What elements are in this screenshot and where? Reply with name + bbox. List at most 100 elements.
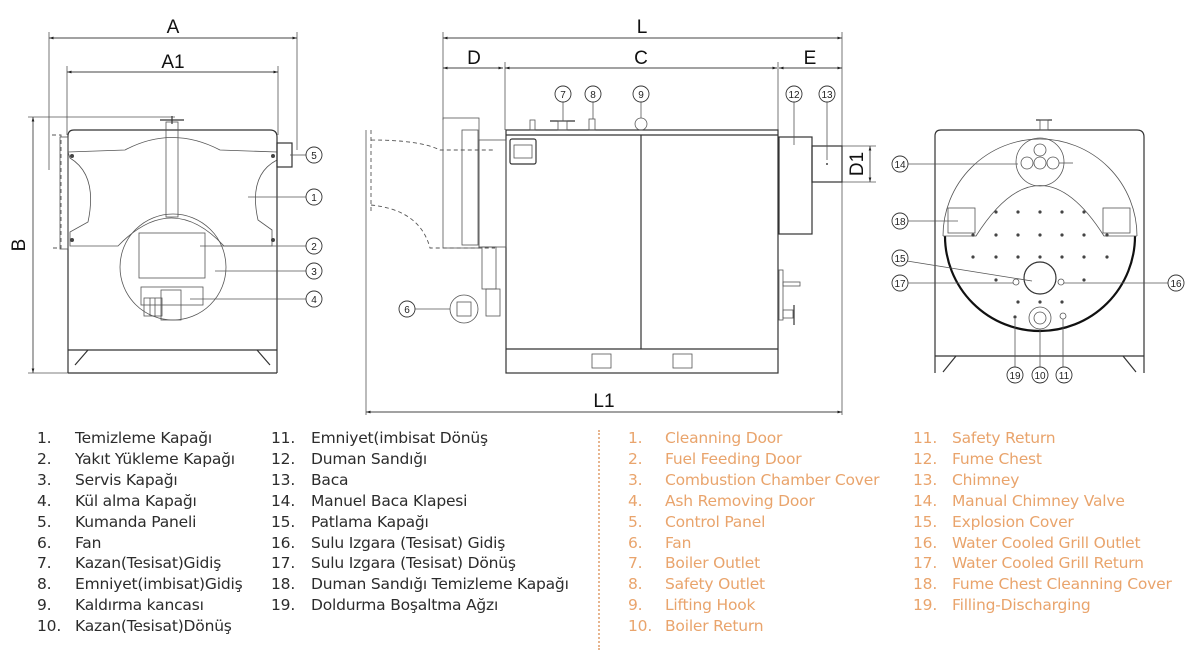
callout-11: [1055, 366, 1073, 384]
legend-item-number: 3.: [37, 470, 52, 489]
legend-item-number: 10.: [37, 617, 62, 636]
callout-6-label: 6: [404, 305, 410, 316]
legend-item: 6.Fan: [37, 533, 242, 554]
legend-item-label: Manual Chimney Valve: [952, 491, 1125, 510]
callout-12-label: 12: [788, 90, 800, 101]
rivet: [1038, 300, 1042, 304]
legend-item-number: 4.: [628, 491, 643, 510]
rivet: [1060, 210, 1064, 214]
legend-item-number: 5.: [628, 512, 643, 531]
legend-item-label: Fan: [665, 533, 692, 552]
rivet: [1038, 210, 1042, 214]
legend-item: 1.Temizleme Kapağı: [37, 428, 242, 449]
legend-item-number: 16.: [913, 533, 938, 552]
dimension-label-a1: A1: [161, 52, 184, 73]
legend-item-number: 7.: [37, 554, 52, 573]
legend-item-number: 15.: [271, 512, 296, 531]
legend-item: 4.Ash Removing Door: [628, 491, 879, 512]
legend-item-label: Emniyet(imbisat Dönüş: [311, 429, 488, 447]
rivet: [1060, 300, 1064, 304]
callout-19-label: 19: [1009, 371, 1021, 382]
callout-1: [305, 188, 323, 206]
callout-14: [891, 155, 909, 173]
technical-drawing: A A1 B: [9, 17, 1185, 415]
callout-5: [305, 146, 323, 164]
callout-9-label: 9: [638, 90, 644, 101]
legend-item-label: Kazan(Tesisat)Gidiş: [75, 554, 222, 573]
callout-17-label: 17: [894, 279, 906, 290]
legend-item-number: 17.: [913, 554, 938, 573]
rivet: [1082, 278, 1086, 282]
legend-item-label: Fume Chest Cleanning Cover: [952, 575, 1172, 594]
legend-item-number: 12.: [913, 449, 938, 468]
legend-item: 4.Kül alma Kapağı: [37, 491, 242, 512]
legend-item: 18.Fume Chest Cleanning Cover: [913, 574, 1172, 595]
callout-3: [305, 262, 323, 280]
callout-15: [891, 249, 909, 267]
legend-item-label: Kumanda Paneli: [75, 512, 197, 531]
legend-item-number: 11.: [271, 429, 296, 447]
dimension-label-l: L: [637, 17, 648, 38]
legend-item-label: Kazan(Tesisat)Dönüş: [75, 617, 232, 636]
dimension-l: L: [442, 17, 843, 415]
legend-item-label: Fan: [75, 533, 102, 552]
legend-item: 5.Control Panel: [628, 512, 879, 533]
dimension-label-l1: L1: [593, 391, 614, 412]
legend-item-label: Patlama Kapağı: [311, 512, 429, 531]
legend-item-number: 15.: [913, 512, 938, 531]
callout-12: [785, 85, 803, 103]
rivet: [1038, 255, 1042, 259]
legend-item-number: 8.: [628, 575, 643, 594]
callout-2: [305, 237, 323, 255]
legend-item-number: 4.: [37, 491, 52, 510]
legend-item-number: 5.: [37, 512, 52, 531]
legend-item: 15. Explosion Cover: [913, 512, 1172, 533]
legend-item: 3.Combustion Chamber Cover: [628, 470, 879, 491]
legend-item-label: Kaldırma kancası: [75, 596, 204, 615]
legend-item: 10. Kazan(Tesisat)Dönüş: [37, 616, 242, 637]
legend-item: 11.Safety Return: [913, 428, 1172, 449]
callout-13-label: 13: [821, 90, 833, 101]
legend-item: 16.Sulu Izgara (Tesisat) Gidiş: [271, 533, 569, 554]
rivet: [994, 233, 998, 237]
legend-item: 17.Water Cooled Grill Return: [913, 553, 1172, 574]
front-view: A A1 B: [9, 17, 323, 374]
rivet: [994, 278, 998, 282]
rivet: [1082, 255, 1086, 259]
side-view: L D C E L1 D1: [365, 17, 876, 415]
legend-item-label: Lifting Hook: [665, 596, 756, 615]
legend-item-label: Filling-Discharging: [952, 596, 1091, 615]
legend-item: 7.Boiler Outlet: [628, 553, 879, 574]
legend-item-label: Emniyet(imbisat)Gidiş: [75, 575, 243, 594]
callout-16: [1167, 274, 1185, 292]
legend-item: 5. Kumanda Paneli: [37, 512, 242, 533]
legend-item: 15. Patlama Kapağı: [271, 512, 569, 533]
rivet: [971, 233, 975, 237]
rear-rivet-grid: [971, 210, 1109, 304]
legend-item: 17.Sulu Izgara (Tesisat) Dönüş: [271, 553, 569, 574]
legend-item: 11. Emniyet(imbisat Dönüş: [271, 428, 569, 449]
legend-item: 2.Fuel Feeding Door: [628, 449, 879, 470]
legend-item-number: 14.: [271, 491, 296, 510]
legend-item: 13.Chimney: [913, 470, 1172, 491]
legend-item: 6.Fan: [628, 533, 879, 554]
callout-13: [818, 85, 836, 103]
legend-item-number: 19.: [271, 596, 296, 615]
legend-item-number: 8.: [37, 575, 52, 594]
callout-19: [1006, 366, 1024, 384]
legend-item-label: Combustion Chamber Cover: [665, 470, 880, 489]
callout-1-label: 1: [311, 193, 317, 204]
legend-item-label: Explosion Cover: [952, 512, 1074, 531]
legend-item: 18.Duman Sandığı Temizleme Kapağı: [271, 574, 569, 595]
side-callouts: 6 7 8 9 12 13: [398, 85, 836, 318]
legend-item-label: Baca: [311, 470, 349, 489]
rear-view: 14 18 15 17 16 19 10 11: [891, 119, 1185, 384]
legend-item-label: Temizleme Kapağı: [75, 429, 212, 447]
callout-10-label: 10: [1034, 371, 1046, 382]
dimension-label-d: D: [467, 48, 481, 69]
rivet: [1060, 255, 1064, 259]
legend-item-number: 2.: [628, 449, 643, 468]
legend-item-number: 1.: [628, 429, 643, 447]
